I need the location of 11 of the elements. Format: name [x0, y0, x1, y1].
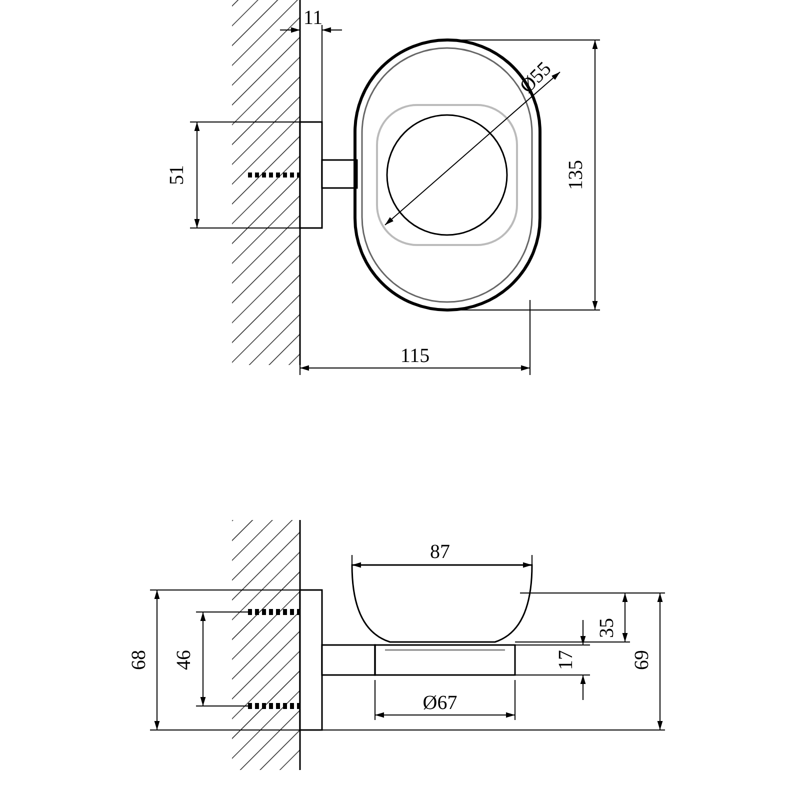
dimension-label: 68 [128, 650, 150, 670]
dimension-label: 69 [631, 650, 653, 670]
dimension-label: 35 [596, 618, 618, 638]
dimension-label: 46 [173, 650, 195, 670]
dimension-label: 17 [555, 650, 577, 670]
dimension-label: 51 [166, 165, 188, 185]
dimension-label: Ø67 [422, 692, 458, 714]
dimension-label: 115 [400, 345, 430, 367]
dimension-label: 135 [565, 160, 587, 190]
dimension-label: 11 [303, 7, 323, 29]
dimension-label: 87 [430, 541, 450, 563]
